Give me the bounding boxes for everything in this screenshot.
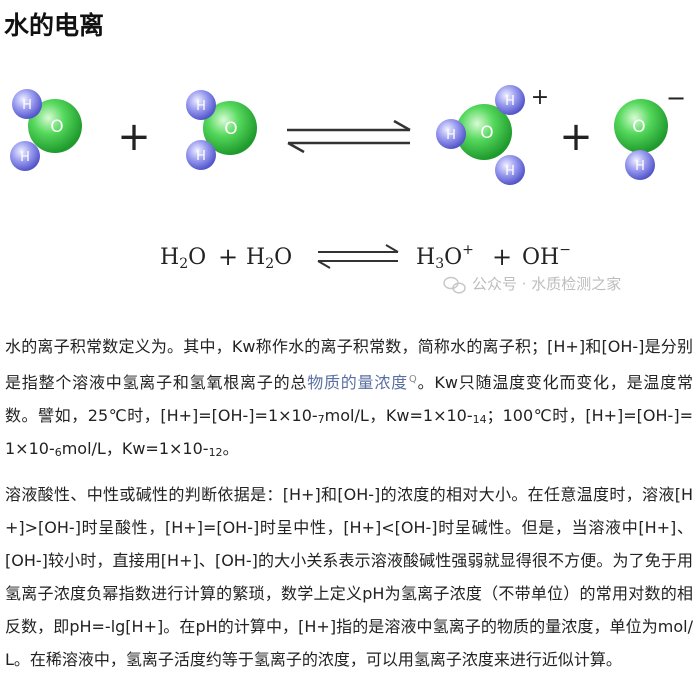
hydrogen-atom	[495, 155, 525, 185]
water-molecule-2: O H H	[186, 90, 257, 170]
equilibrium-arrow-icon	[287, 119, 411, 154]
hydronium-h: H	[416, 245, 435, 270]
exponent: 12	[208, 446, 223, 459]
hydrogen-atom	[186, 90, 216, 120]
paragraph-text: 。	[222, 439, 239, 458]
atom-label: H	[20, 150, 30, 165]
paragraph-ion-product: 水的离子积常数定义为。其中，Kw称作水的离子积常数，简称水的离子积；[H+]和[…	[5, 330, 693, 465]
oxygen-atom	[203, 101, 257, 155]
water-o: O	[274, 245, 292, 270]
exponent: 14	[472, 413, 487, 426]
atom-label: O	[50, 117, 63, 137]
paragraph-text: ；100℃时，[H+]=[OH-]=1×10-	[5, 406, 693, 458]
water-molecule-1: O H H	[10, 89, 82, 171]
oxygen-atom	[614, 99, 668, 153]
atom-label: O	[632, 117, 645, 137]
hydrogen-atom	[186, 140, 216, 170]
search-icon: Q	[408, 374, 417, 385]
hydronium-charge: +	[462, 242, 474, 258]
ionization-equation: H2O + H2O H3O+ + OH−	[160, 242, 571, 272]
atom-label: H	[635, 159, 645, 174]
watermark: 公众号 · 水质检测之家	[443, 275, 621, 294]
page-title: 水的电离	[4, 11, 105, 40]
water-ionization-diagram: O H H + O H H O H H H + + O H −	[10, 84, 686, 294]
wechat-icon	[443, 276, 466, 294]
svg-text:OH−: OH−	[522, 242, 571, 270]
paragraph-text: 水的离子积常数定义为。其中，Kw称作水的离子积常数，简称水的离子积；[H+]和[…	[5, 337, 693, 392]
paragraph-text: mol/L，Kw=1×10-	[324, 406, 473, 425]
equation-plus: +	[218, 243, 238, 271]
exponent: 6	[54, 446, 62, 459]
atom-label: H	[196, 99, 206, 114]
paragraph-acidity: 溶液酸性、中性或碱性的判断依据是：[H+]和[OH-]的浓度的相对大小。在任意温…	[5, 485, 693, 669]
atom-label: O	[224, 119, 237, 139]
hydroxide-charge: −	[559, 242, 571, 258]
atom-label: H	[505, 164, 515, 179]
atom-label: H	[505, 94, 515, 109]
hydroxide-oh: OH	[522, 245, 559, 270]
atom-label: O	[480, 123, 493, 143]
svg-text:H2O: H2O	[246, 245, 292, 272]
plus-sign: +	[117, 114, 151, 160]
plus-sign: +	[559, 114, 593, 160]
hydrogen-atom	[625, 150, 655, 180]
svg-text:H2O: H2O	[160, 245, 206, 272]
oxygen-atom	[456, 104, 512, 160]
hydroxide-ion: O H −	[614, 84, 686, 180]
article-body: 水的离子积常数定义为。其中，Kw称作水的离子积常数，简称水的离子积；[H+]和[…	[5, 330, 693, 676]
atom-label: H	[22, 98, 32, 113]
water-sub: 2	[265, 256, 274, 272]
atom-label: H	[446, 128, 456, 143]
equation-plus: +	[492, 243, 512, 271]
watermark-text: 公众号 · 水质检测之家	[472, 275, 621, 293]
atom-label: H	[196, 149, 206, 164]
hydrogen-atom	[436, 119, 466, 149]
charge-minus: −	[666, 84, 686, 112]
water-sub: 2	[179, 256, 188, 272]
water-h: H	[246, 245, 265, 270]
link-amount-concentration[interactable]: 物质的量浓度Q	[307, 373, 417, 392]
hydrogen-atom	[495, 85, 525, 115]
paragraph-text: mol/L，Kw=1×10-	[61, 439, 209, 458]
hydrogen-atom	[10, 141, 40, 171]
paragraph-text: 。Kw只随温度变化而变化，是温度常数。譬如，25℃时，[H+]=[OH-]=1×…	[5, 373, 693, 425]
oxygen-atom	[28, 99, 82, 153]
water-h: H	[160, 245, 179, 270]
hydronium-o: O	[444, 245, 462, 270]
hydronium-sub: 3	[435, 256, 444, 272]
equation-arrow-icon	[317, 244, 399, 269]
hydronium-ion: O H H H +	[436, 85, 549, 185]
water-o: O	[188, 245, 206, 270]
svg-text:H3O+: H3O+	[416, 242, 474, 272]
hydrogen-atom	[12, 89, 42, 119]
charge-plus: +	[531, 85, 549, 110]
exponent: 7	[317, 413, 325, 426]
link-text: 物质的量浓度	[307, 373, 408, 392]
